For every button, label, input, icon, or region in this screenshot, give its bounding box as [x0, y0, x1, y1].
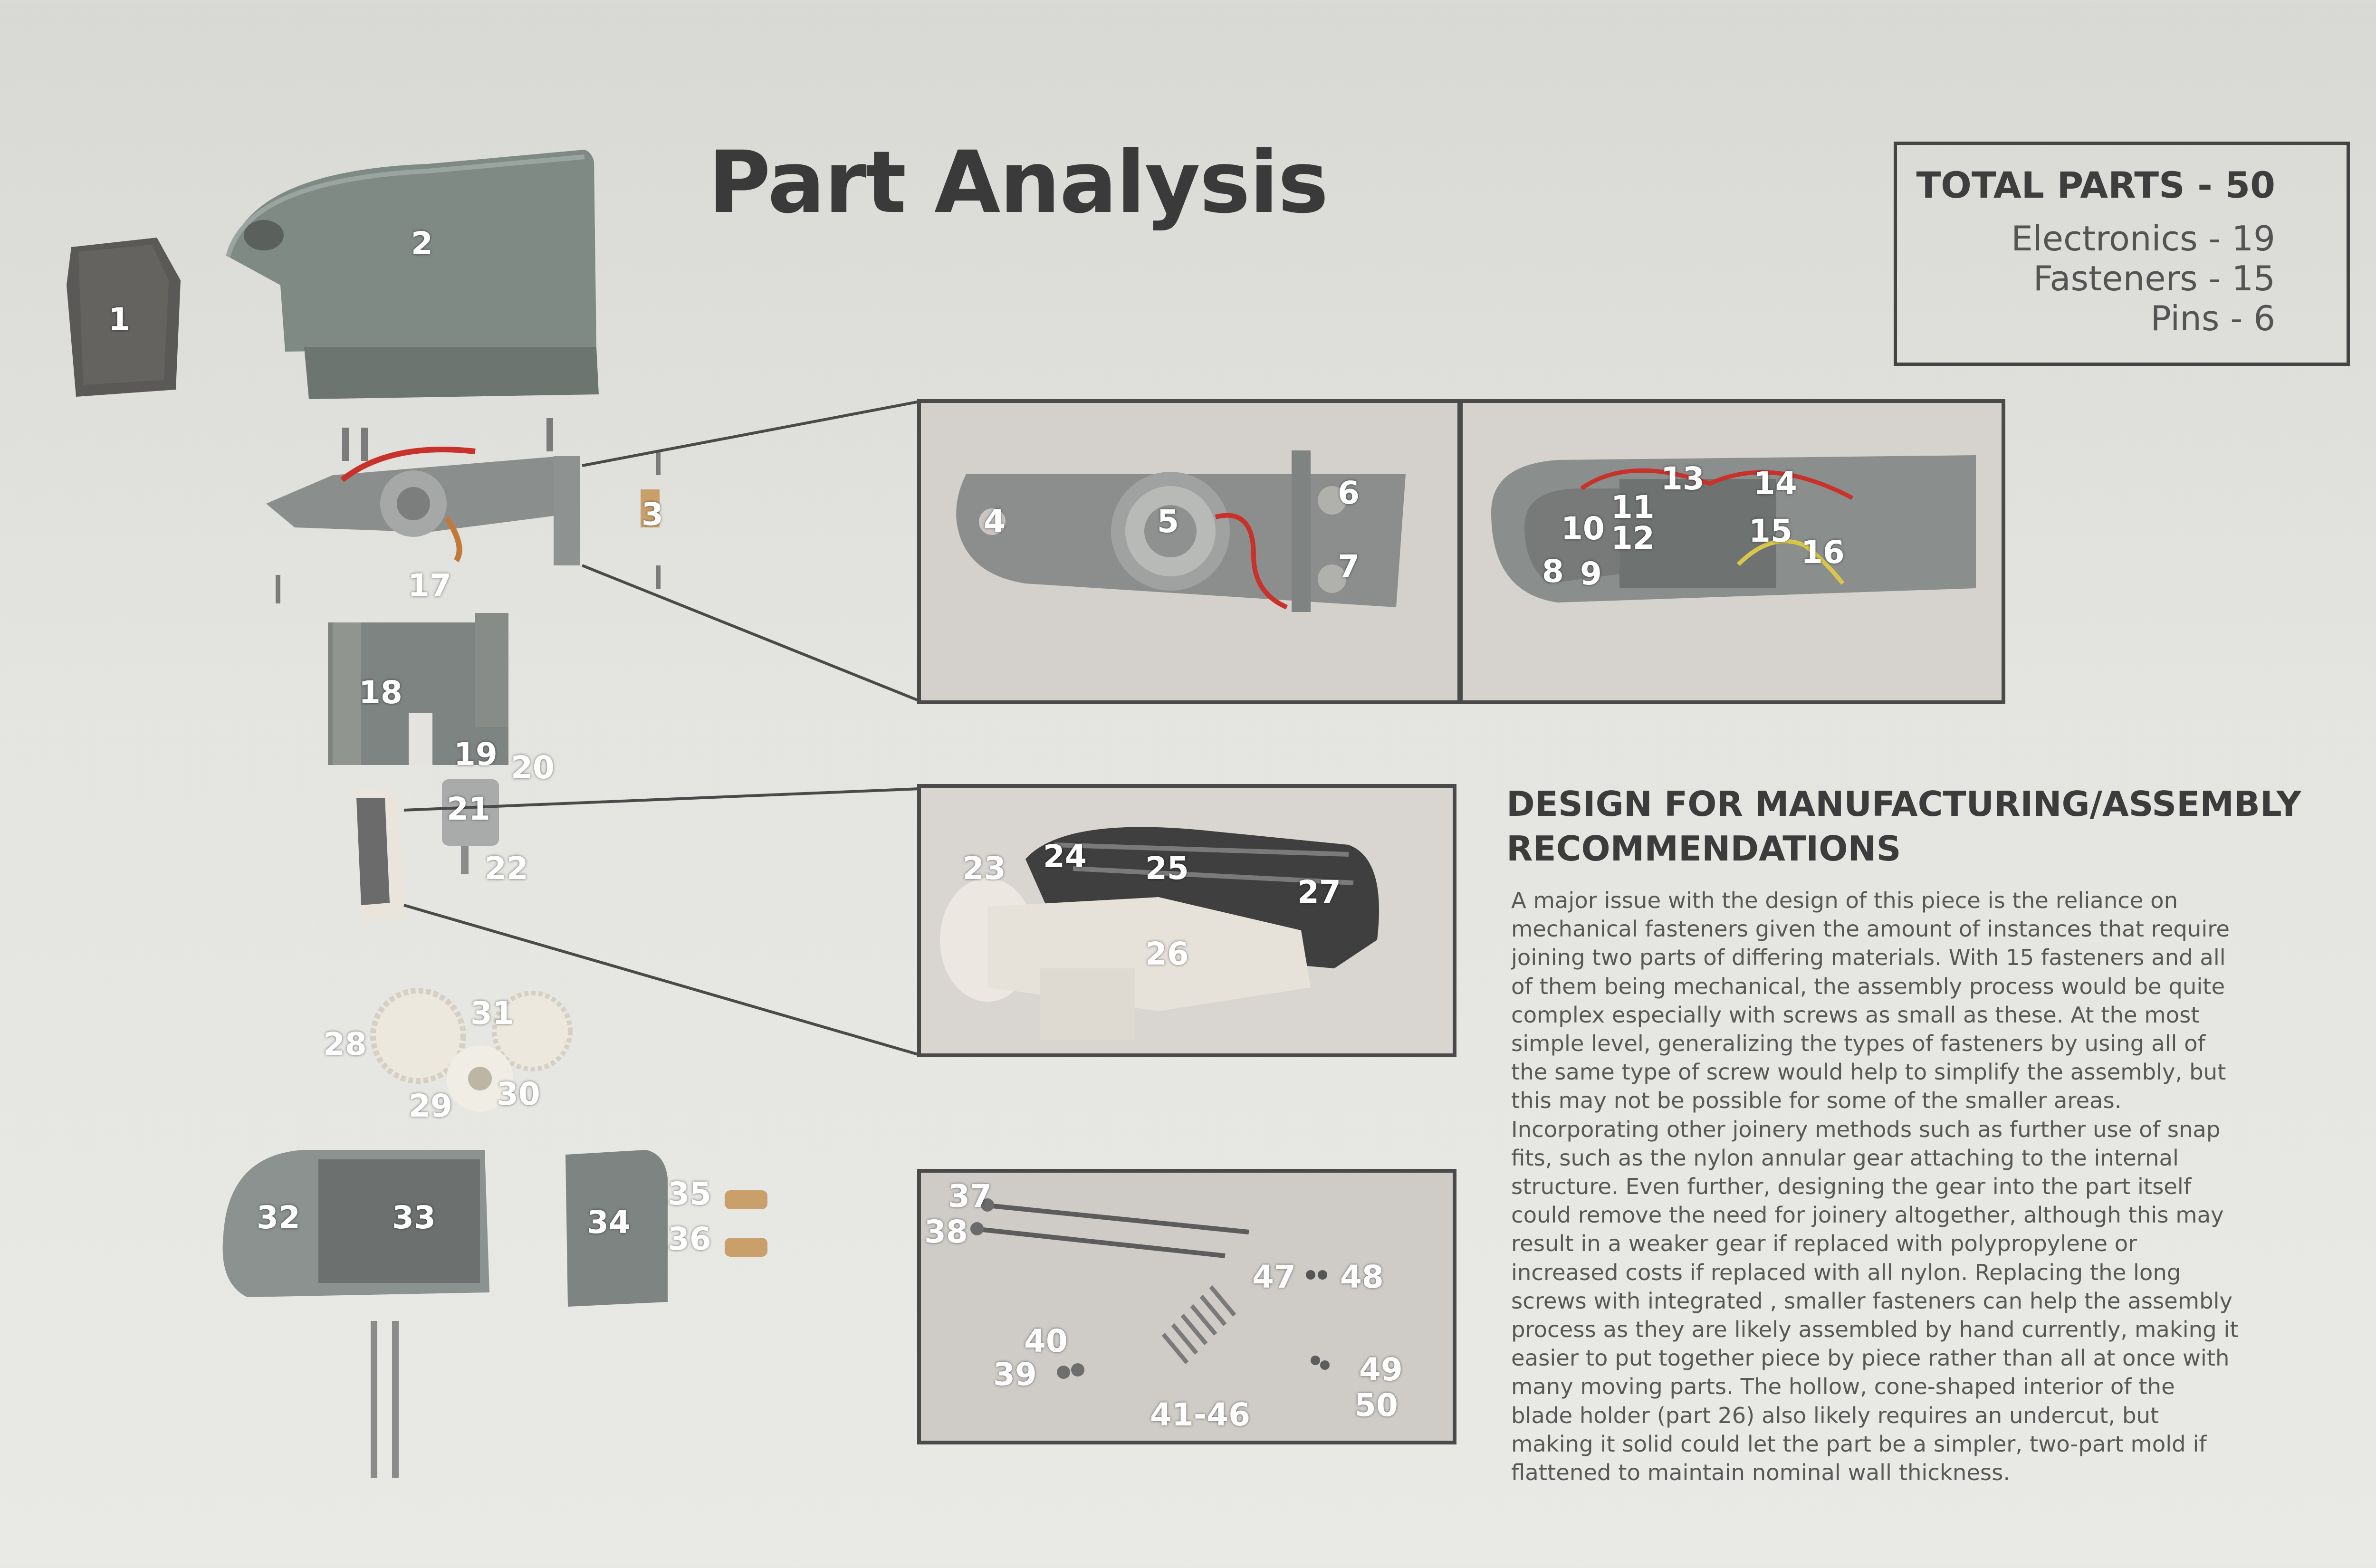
fasteners-count: Fasteners - 15 [2033, 258, 2275, 298]
photo-panel-frame-back [1459, 399, 2005, 704]
dfm-body-text: A major issue with the design of this pi… [1511, 888, 2239, 1486]
label-part-11: 11 [1611, 489, 1655, 526]
label-part-48: 48 [1340, 1259, 1384, 1295]
label-part-39: 39 [993, 1356, 1037, 1393]
part-gears [370, 988, 573, 1112]
part-2-housing [226, 150, 599, 399]
label-part-3: 3 [642, 496, 663, 533]
label-part-25: 25 [1145, 850, 1189, 887]
part-base [222, 1150, 767, 1478]
label-part-36: 36 [668, 1221, 711, 1257]
photo-panel-screws [917, 1169, 1456, 1444]
label-part-13: 13 [1661, 460, 1705, 497]
label-part-1: 1 [108, 301, 130, 338]
label-part-29: 29 [409, 1088, 452, 1124]
label-part-41-46: 41-46 [1150, 1396, 1251, 1433]
label-part-33: 33 [392, 1199, 436, 1236]
label-part-14: 14 [1753, 465, 1797, 502]
label-part-8: 8 [1542, 553, 1564, 590]
label-part-49: 49 [1359, 1351, 1403, 1388]
label-part-20: 20 [511, 749, 555, 786]
part-frame-assembly [266, 418, 661, 603]
label-part-34: 34 [587, 1204, 631, 1241]
label-part-38: 38 [924, 1214, 968, 1250]
label-part-21: 21 [447, 791, 490, 827]
electronics-count: Electronics - 19 [2011, 219, 2275, 258]
label-part-28: 28 [323, 1026, 367, 1062]
blade-holder-image [921, 788, 1453, 1053]
page-title: Part Analysis [708, 133, 1329, 232]
label-part-18: 18 [359, 674, 402, 711]
label-part-23: 23 [962, 850, 1006, 887]
part-motor [442, 779, 499, 874]
label-part-10: 10 [1561, 510, 1605, 547]
label-part-40: 40 [1024, 1323, 1068, 1359]
part-18-frame [328, 613, 508, 765]
frame-back-image [1463, 403, 2002, 700]
label-part-2: 2 [411, 225, 433, 262]
photo-panel-blade-holder [917, 784, 1456, 1057]
label-part-35: 35 [668, 1176, 711, 1212]
label-part-17: 17 [408, 567, 451, 604]
label-part-16: 16 [1801, 534, 1845, 571]
callout-lines [403, 400, 920, 1056]
label-part-19: 19 [454, 736, 498, 773]
label-part-22: 22 [485, 850, 528, 887]
screws-image [921, 1173, 1453, 1441]
dfm-heading-line-1: DESIGN FOR MANUFACTURING/ASSEMBLY [1506, 784, 2301, 824]
label-part-15: 15 [1749, 513, 1792, 549]
frame-front-image [921, 403, 1457, 700]
part-blade-holder-small [354, 789, 406, 922]
label-part-27: 27 [1297, 874, 1341, 910]
label-part-37: 37 [948, 1178, 992, 1214]
label-part-50: 50 [1354, 1387, 1398, 1424]
label-part-24: 24 [1043, 838, 1087, 875]
label-part-5: 5 [1157, 503, 1179, 540]
part-1-cap [67, 238, 181, 397]
label-part-12: 12 [1611, 520, 1655, 556]
label-part-30: 30 [497, 1076, 540, 1112]
label-part-47: 47 [1252, 1259, 1296, 1295]
total-parts-heading: TOTAL PARTS - 50 [1916, 164, 2275, 206]
label-part-31: 31 [470, 995, 514, 1032]
dfm-heading-line-2: RECOMMENDATIONS [1506, 829, 1901, 869]
label-part-4: 4 [984, 503, 1006, 540]
photo-panel-frame-front [917, 399, 1461, 704]
label-part-9: 9 [1580, 555, 1602, 592]
pins-count: Pins - 6 [2150, 298, 2275, 338]
label-part-7: 7 [1338, 548, 1360, 585]
label-part-26: 26 [1145, 936, 1189, 972]
dfm-heading: DESIGN FOR MANUFACTURING/ASSEMBLY RECOMM… [1506, 782, 2314, 871]
totals-box: TOTAL PARTS - 50 Electronics - 19 Fasten… [1894, 142, 2350, 366]
label-part-32: 32 [257, 1199, 300, 1236]
label-part-6: 6 [1338, 475, 1360, 511]
